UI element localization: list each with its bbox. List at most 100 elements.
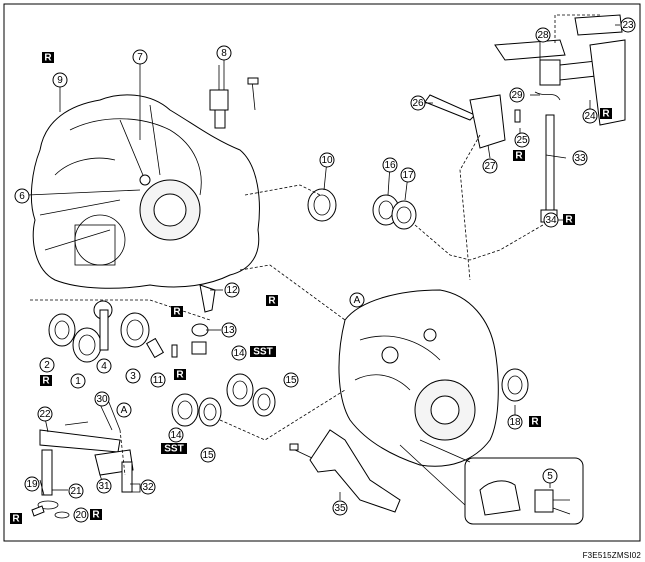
callout-label: 35: [334, 503, 346, 514]
callout-label: 31: [98, 481, 110, 492]
bearings-left: [48, 300, 178, 363]
callout-cA2: A: [116, 402, 132, 418]
callout-label: 8: [221, 48, 227, 59]
callout-c3: 3: [125, 368, 141, 384]
replace-badge: R: [10, 513, 22, 525]
callout-label: 12: [226, 285, 238, 296]
callout-c15b: 15: [200, 447, 216, 463]
callout-label: 34: [545, 215, 557, 226]
callout-c27: 27: [482, 158, 498, 174]
replace-badge: R: [529, 416, 541, 428]
callout-label: 14: [233, 348, 245, 359]
callout-c26: 26: [410, 95, 426, 111]
sst-badge: SST: [161, 443, 187, 455]
callout-label: 18: [509, 417, 521, 428]
callout-label: 2: [44, 360, 50, 371]
callout-label: 29: [511, 90, 523, 101]
callout-label: 15: [285, 375, 297, 386]
callout-label: 28: [537, 30, 549, 41]
callout-c2: 2: [39, 357, 55, 373]
callout-label: 16: [384, 160, 396, 171]
callout-c25: 25: [514, 132, 530, 148]
callout-label: 21: [70, 486, 82, 497]
callout-label: 20: [75, 510, 87, 521]
callout-label: 14: [170, 430, 182, 441]
callout-label: 27: [484, 161, 496, 172]
badge-label: R: [12, 514, 20, 525]
diagram-border: [3, 3, 641, 542]
callout-c19: 19: [24, 476, 40, 492]
callout-c14b: 14: [168, 427, 184, 443]
callout-label: 10: [321, 155, 333, 166]
callout-c18: 18: [507, 414, 523, 430]
replace-badge: R: [600, 108, 612, 120]
replace-badge: R: [513, 150, 525, 162]
badge-label: R: [44, 53, 52, 64]
callout-c31: 31: [96, 478, 112, 494]
callout-label: 5: [547, 471, 553, 482]
callout-c29: 29: [509, 87, 525, 103]
callout-c7: 7: [132, 49, 148, 65]
callout-label: 6: [19, 191, 25, 202]
callout-label: 22: [39, 409, 51, 420]
callout-c5: 5: [542, 468, 558, 484]
badge-label: R: [173, 307, 181, 318]
badge-label: R: [531, 417, 539, 428]
transaxle-case: [338, 289, 499, 467]
callout-c20: 20: [73, 507, 89, 523]
figure-code: F3E515ZMSI02: [582, 551, 641, 560]
replace-badge: R: [266, 295, 278, 307]
callout-label: 3: [130, 371, 136, 382]
clutch-housing: [30, 94, 260, 289]
callout-c24: 24: [582, 108, 598, 124]
callout-c22: 22: [37, 406, 53, 422]
bearings-middle: [171, 188, 529, 427]
callout-label: 9: [57, 75, 63, 86]
callout-c15a: 15: [283, 372, 299, 388]
sst-badge: SST: [250, 346, 276, 358]
callout-label: 4: [101, 361, 107, 372]
shift-mechanism: [424, 14, 626, 223]
sensor-part: [209, 65, 259, 129]
replace-badge: R: [40, 375, 52, 387]
callout-c14a: 14: [231, 345, 247, 361]
badge-label: R: [602, 109, 610, 120]
reverse-lever-assembly: [31, 399, 134, 519]
callout-c6: 6: [14, 188, 30, 204]
callout-c21: 21: [68, 483, 84, 499]
callout-label: 33: [574, 153, 586, 164]
callout-label: 25: [516, 135, 528, 146]
badge-label: SST: [253, 347, 272, 358]
callout-c28: 28: [535, 27, 551, 43]
callout-c23: 23: [620, 17, 636, 33]
callout-label: 30: [96, 394, 108, 405]
badge-label: R: [42, 376, 50, 387]
badge-label: R: [176, 370, 184, 381]
replace-badge: R: [90, 509, 102, 521]
callout-c9: 9: [52, 72, 68, 88]
callout-c13: 13: [221, 322, 237, 338]
callout-label: 11: [153, 375, 164, 386]
badge-label: R: [515, 151, 523, 162]
callout-label: A: [354, 295, 361, 306]
callout-label: 24: [584, 111, 596, 122]
callout-c11: 11: [150, 372, 166, 388]
callout-label: 23: [622, 20, 634, 31]
callout-c30: 30: [94, 391, 110, 407]
callout-label: 17: [402, 170, 414, 181]
callout-c4: 4: [96, 358, 112, 374]
replace-badge: R: [42, 52, 54, 64]
badge-label: R: [565, 215, 573, 226]
callout-label: 19: [26, 479, 38, 490]
callout-label: 1: [75, 376, 81, 387]
callout-label: A: [121, 405, 128, 416]
callout-label: 15: [202, 450, 214, 461]
leader-lines: [27, 24, 620, 500]
callout-c8: 8: [216, 45, 232, 61]
callout-c34: 34: [543, 212, 559, 228]
callout-label: 26: [412, 98, 424, 109]
callout-c17: 17: [400, 167, 416, 183]
replace-badge: R: [174, 369, 186, 381]
